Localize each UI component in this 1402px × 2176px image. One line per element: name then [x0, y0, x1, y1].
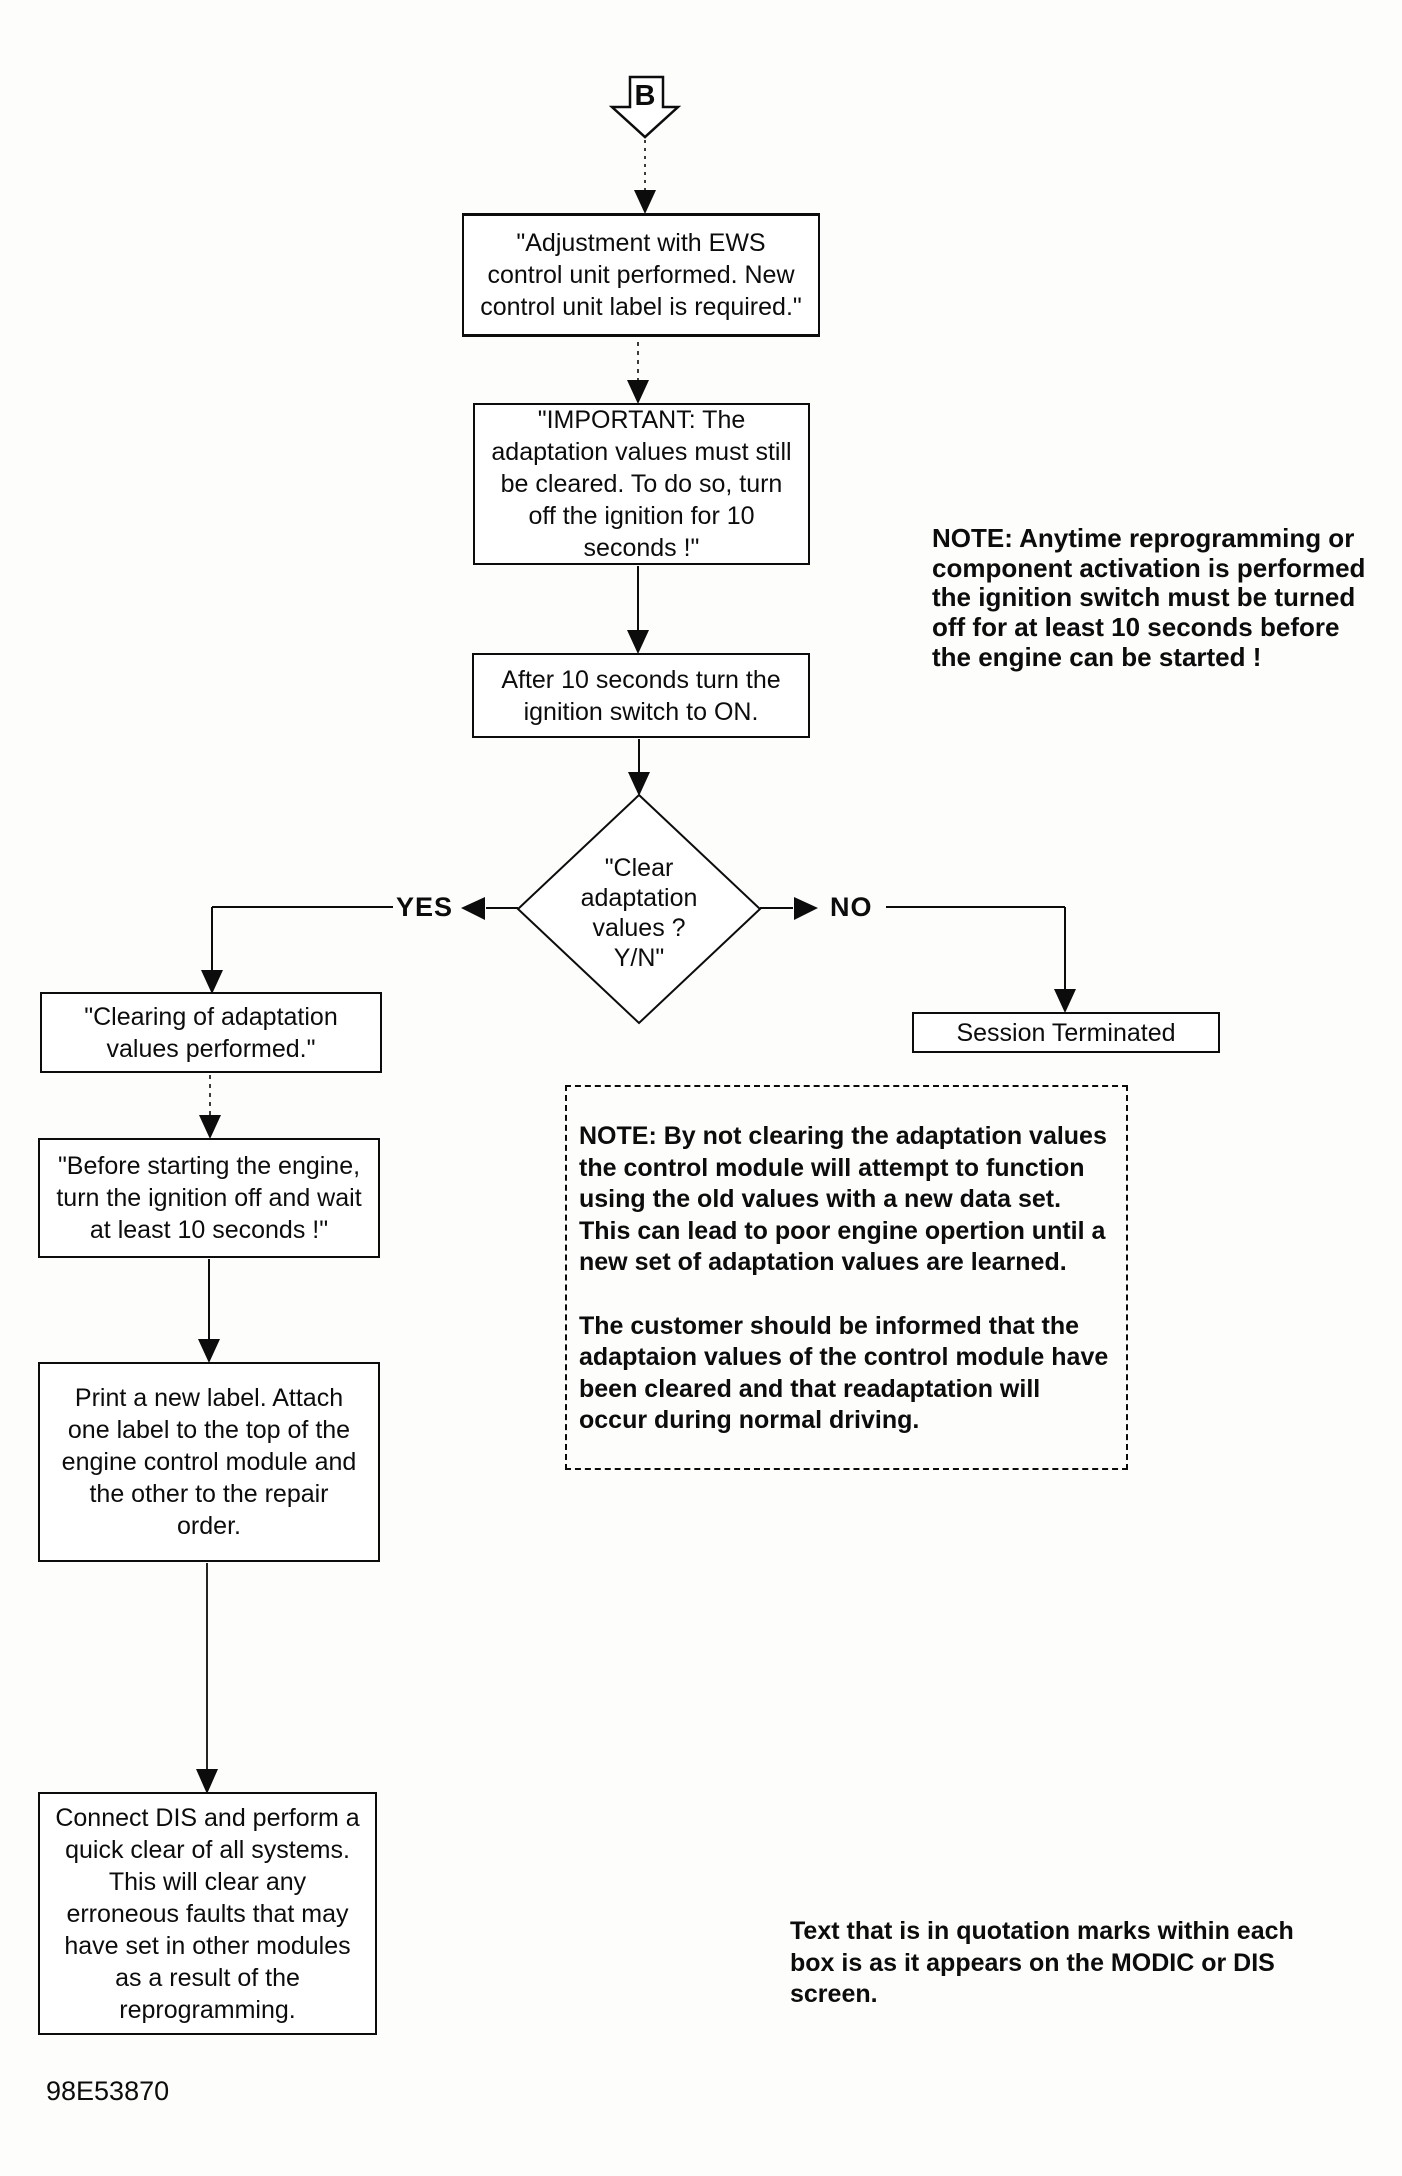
- process-box-clearing: "Clearing of adaptation values performed…: [40, 992, 382, 1073]
- arrowhead-into-connect: [196, 1769, 218, 1794]
- decision-diamond-label: "Clear adaptation values ? Y/N": [580, 854, 698, 972]
- doc-number: 98E53870: [46, 2076, 170, 2106]
- note-adaptation-paragraph-2: The customer should be informed that the…: [579, 1311, 1109, 1435]
- connector-b-label: B: [634, 80, 656, 112]
- note-adaptation-box: NOTE: By not clearing the adaptation val…: [565, 1085, 1128, 1470]
- arrowhead-no: [794, 897, 818, 920]
- note-ignition: NOTE: Anytime reprogramming or component…: [932, 523, 1366, 672]
- arrowhead-into-session: [1054, 989, 1076, 1013]
- process-box-after10: After 10 seconds turn the ignition switc…: [472, 653, 810, 738]
- arrowhead-into-print: [198, 1339, 220, 1363]
- arrowhead-into-before: [199, 1115, 221, 1139]
- arrowhead-into-clearing: [201, 970, 223, 994]
- terminal-box-session: Session Terminated: [912, 1012, 1220, 1053]
- process-box-print: Print a new label. Attach one label to t…: [38, 1362, 380, 1562]
- branch-label-yes: YES: [396, 892, 454, 922]
- process-box-connect: Connect DIS and perform a quick clear of…: [38, 1792, 377, 2035]
- arrowhead-yes: [461, 897, 485, 920]
- connector-b-icon: [608, 75, 682, 139]
- process-box-before: "Before starting the engine, turn the ig…: [38, 1138, 380, 1258]
- arrowhead-into-decision: [628, 772, 650, 796]
- arrowhead-into-after10: [627, 630, 649, 654]
- arrowhead-into-important: [627, 380, 649, 404]
- decision-diamond-shape: [516, 793, 762, 1025]
- note-quotation: Text that is in quotation marks within e…: [790, 1917, 1294, 2008]
- note-adaptation-paragraph-1: NOTE: By not clearing the adaptation val…: [579, 1122, 1107, 1276]
- branch-label-no: NO: [830, 892, 873, 922]
- process-box-adjustment: "Adjustment with EWS control unit perfor…: [462, 213, 820, 337]
- process-box-important: "IMPORTANT: The adaptation values must s…: [473, 403, 810, 565]
- arrowhead-into-adjustment: [634, 190, 656, 214]
